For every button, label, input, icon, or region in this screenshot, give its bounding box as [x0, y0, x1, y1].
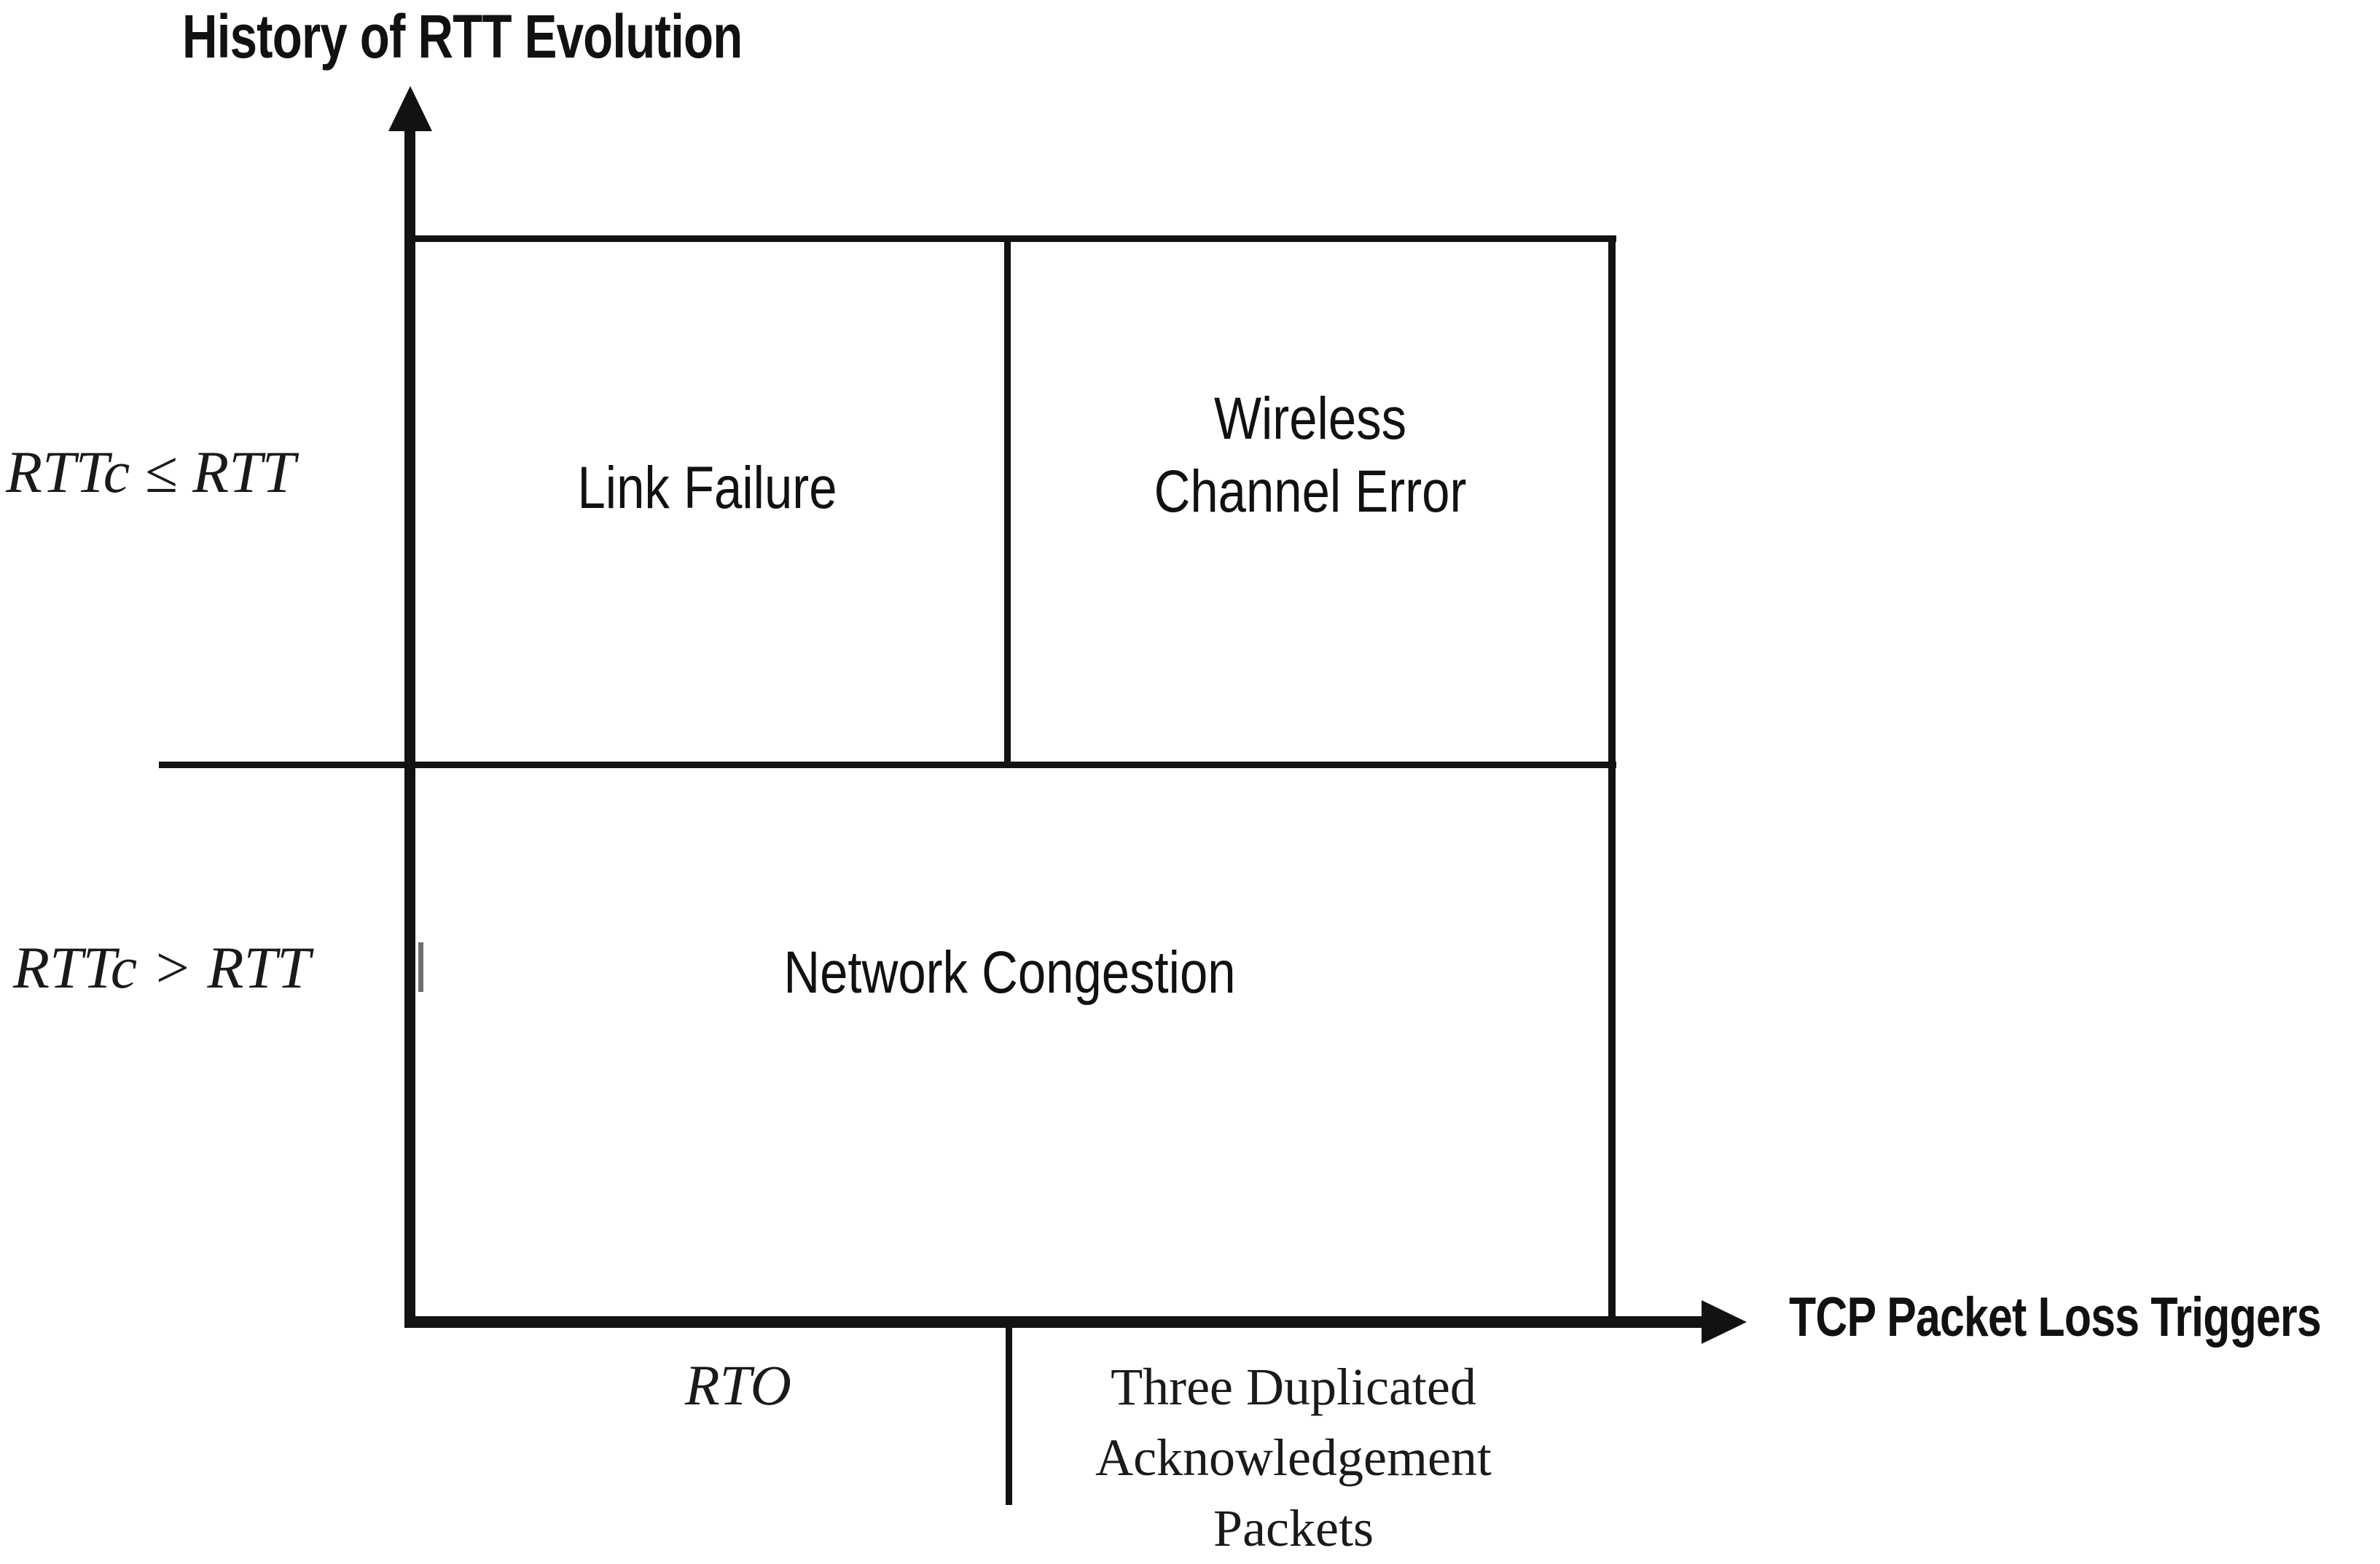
arrow-up-icon — [388, 86, 432, 131]
x-axis-label-line: Three Duplicated — [1111, 1358, 1476, 1416]
y-axis-label-lower: RTTc > RTT — [13, 934, 310, 1001]
y-axis-minor-tick — [418, 942, 423, 992]
x-axis-title: TCP Packet Loss Triggers — [1789, 1286, 2322, 1348]
matrix-cell-link-failure: Link Failure — [455, 452, 960, 525]
x-axis-category-divider — [1006, 1321, 1012, 1505]
matrix-cell-network-congestion: Network Congestion — [503, 937, 1516, 1009]
matrix-top-border — [407, 235, 1616, 242]
x-axis-label-line: Acknowledgement — [1095, 1428, 1492, 1487]
page-title: History of RTT Evolution — [182, 2, 743, 71]
arrow-right-icon — [1702, 1300, 1747, 1344]
x-axis-label-duplicate-ack-packets: Three Duplicated Acknowledgement Packets — [1060, 1352, 1527, 1564]
matrix-row-divider — [159, 762, 1616, 768]
matrix-column-divider — [1004, 235, 1011, 768]
matrix-cell-line: Channel Error — [1154, 458, 1467, 525]
matrix-cell-line: Network Congestion — [783, 939, 1236, 1006]
matrix-cell-wireless-channel-error: Wireless Channel Error — [1056, 383, 1564, 528]
y-axis-label-upper: RTTc ≤ RTT — [6, 439, 296, 505]
x-axis-line — [404, 1316, 1709, 1328]
matrix-cell-line: Wireless — [1213, 386, 1407, 452]
matrix-right-border — [1608, 235, 1616, 1325]
x-axis-label-rto: RTO — [685, 1353, 791, 1417]
y-axis-line — [404, 122, 415, 1327]
x-axis-label-line: Packets — [1213, 1499, 1374, 1557]
matrix-cell-line: Link Failure — [577, 455, 837, 521]
